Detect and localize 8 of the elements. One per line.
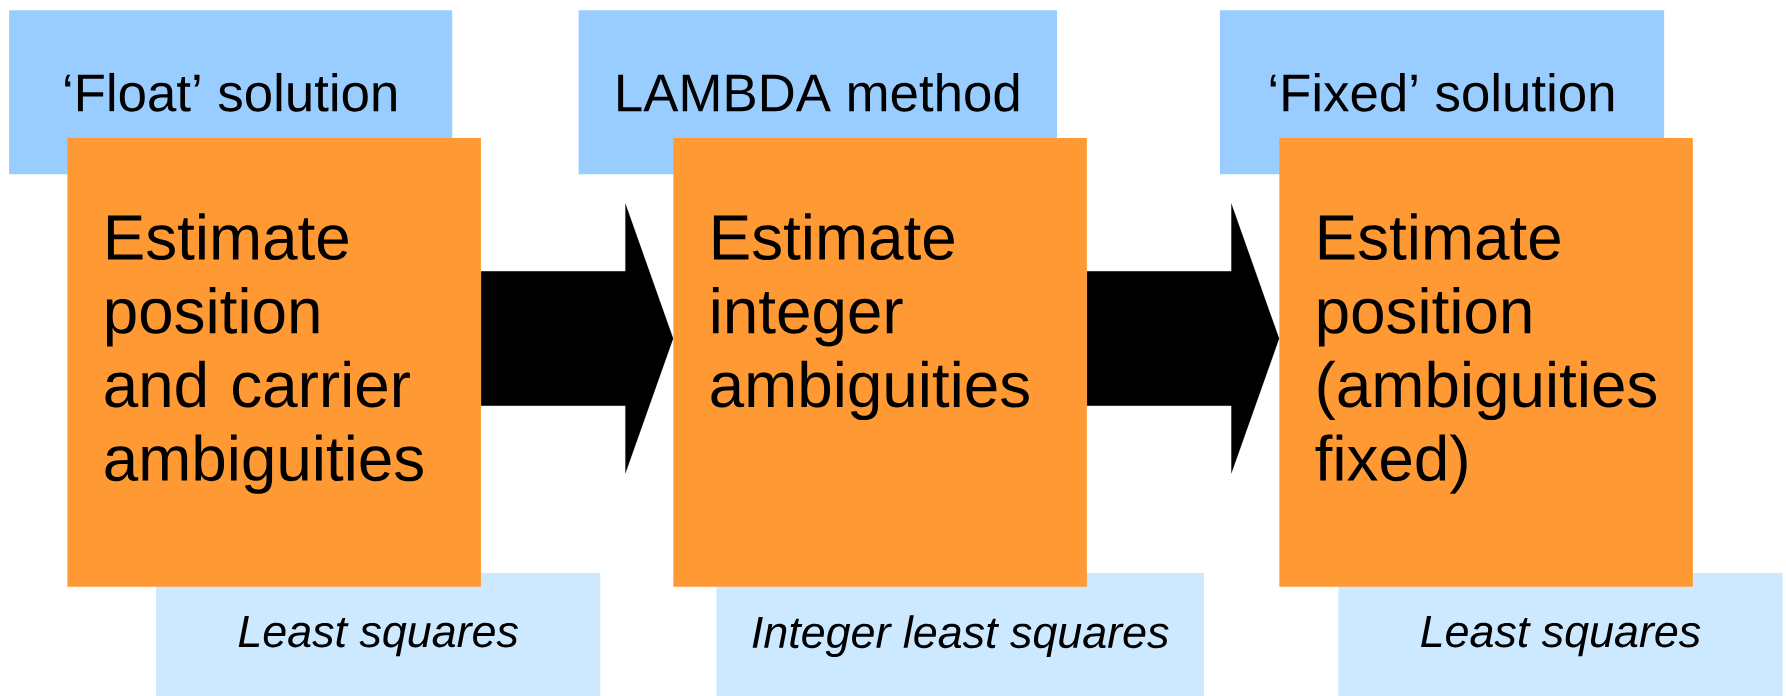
method-box: Integer least squares bbox=[716, 573, 1204, 696]
process-box: Estimate position (ambiguities fixed) bbox=[1279, 138, 1693, 587]
process-box: Estimate position and carrier ambiguities bbox=[67, 138, 481, 587]
arrow bbox=[481, 203, 674, 474]
method-box: Least squares bbox=[1338, 573, 1783, 696]
process-box: Estimate integer ambiguities bbox=[673, 138, 1087, 587]
arrow bbox=[1087, 203, 1280, 474]
method-box: Least squares bbox=[156, 573, 601, 696]
